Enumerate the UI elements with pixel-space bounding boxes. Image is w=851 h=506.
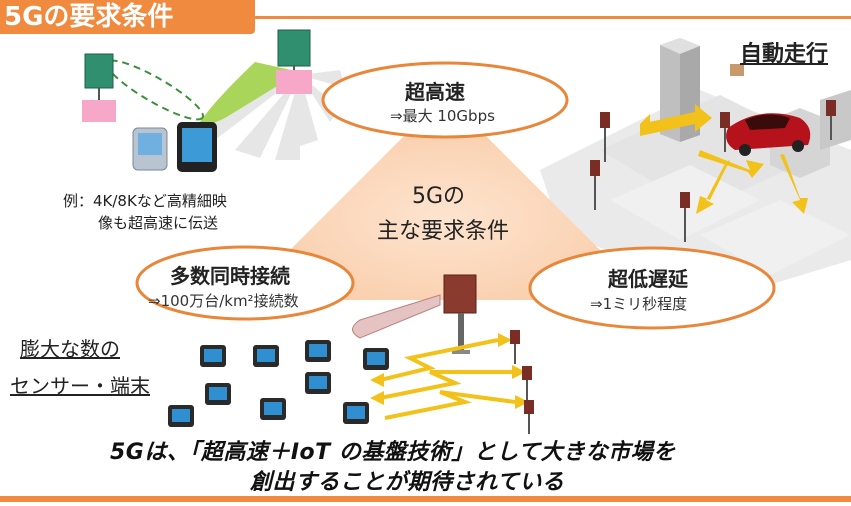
massive-title: 多数同時接続 <box>170 264 290 288</box>
headline-line1: 5Gは、「超高速＋IoT の基盤技術」として大きな市場を <box>110 440 676 465</box>
autonomous-label: 自動走行 <box>740 42 829 67</box>
headline-line2: 創出することが期待されている <box>250 470 565 495</box>
sensor-poles <box>510 330 534 434</box>
high-speed-title: 超高速 <box>405 80 465 104</box>
pda-icon <box>132 127 168 171</box>
smartphone-icon <box>177 122 217 172</box>
sensors-line2: センサー・端末 <box>10 374 150 398</box>
sensor-terminal-icons <box>168 340 389 427</box>
sensor-communication-arrows <box>379 338 516 420</box>
autonomous-car-icon <box>726 113 811 156</box>
arrow-heads <box>370 333 529 409</box>
sensors-line1: 膨大な数の <box>20 337 120 361</box>
example-line2: 像も超高速に伝送 <box>98 214 219 232</box>
car-communication-arrows <box>640 104 808 214</box>
base-station-icon <box>443 274 477 354</box>
low-latency-sub: ⇒1ミリ秒程度 <box>590 295 688 313</box>
antenna-icon-center <box>276 29 312 94</box>
low-latency-bubble <box>528 246 776 330</box>
low-latency-title: 超低遅延 <box>608 267 688 291</box>
traffic-sensor-poles <box>590 100 836 242</box>
requirements-triangle <box>240 95 650 300</box>
high-speed-sub: ⇒最大 10Gbps <box>390 107 495 125</box>
center-line2: 主な要求条件 <box>377 219 510 244</box>
top-divider <box>250 16 851 19</box>
massive-connection-bubble <box>135 245 355 321</box>
center-line1: 5Gの <box>412 184 466 209</box>
bottom-divider <box>0 496 851 502</box>
title-tab: 5Gの要求条件 <box>0 0 255 34</box>
high-speed-bubble <box>321 61 569 139</box>
base-station-beam <box>352 294 441 339</box>
example-line1: 例：4K/8Kなど高精細映 <box>63 192 227 210</box>
massive-sub: ⇒100万台/km²接続数 <box>148 292 299 310</box>
page-title: 5Gの要求条件 <box>4 2 174 32</box>
antenna-icon-left <box>82 53 116 122</box>
